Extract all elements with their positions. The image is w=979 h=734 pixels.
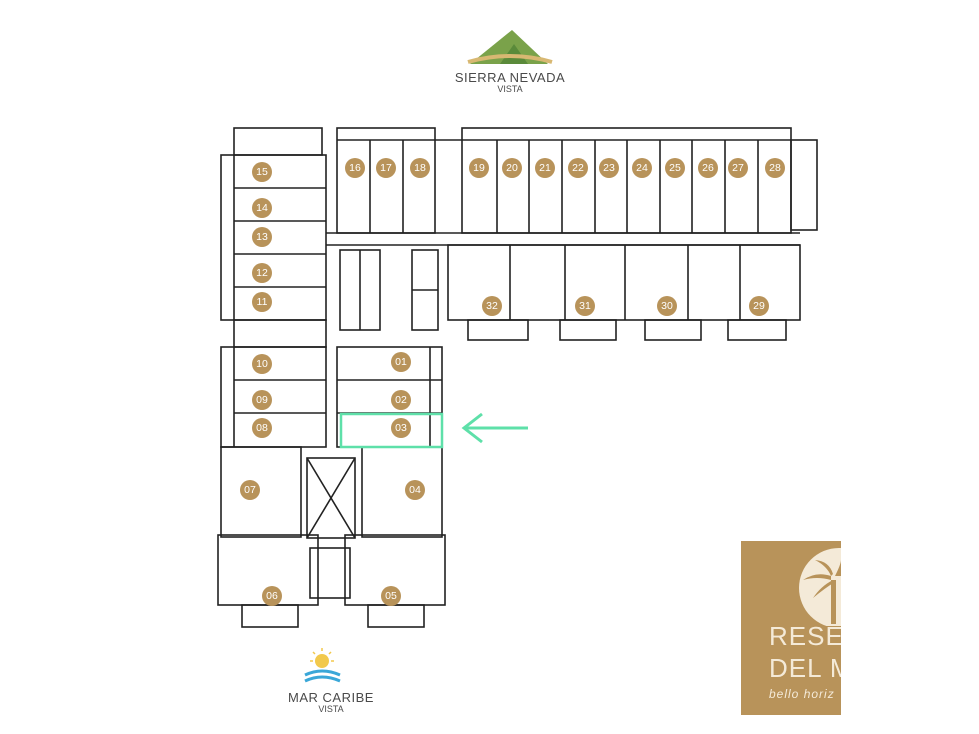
unit-32[interactable]: 32: [482, 296, 502, 316]
unit-14[interactable]: 14: [252, 198, 272, 218]
bottom-view-label: MAR CARIBE VISTA: [276, 690, 386, 714]
unit-10[interactable]: 10: [252, 354, 272, 374]
unit-11[interactable]: 11: [252, 292, 272, 312]
bottom-view-title: MAR CARIBE: [288, 690, 374, 705]
unit-07[interactable]: 07: [240, 480, 260, 500]
palm-tree-icon: [799, 548, 841, 626]
unit-09[interactable]: 09: [252, 390, 272, 410]
unit-28[interactable]: 28: [765, 158, 785, 178]
brand-line-2: DEL M: [769, 653, 841, 683]
unit-22[interactable]: 22: [568, 158, 588, 178]
unit-08[interactable]: 08: [252, 418, 272, 438]
unit-27[interactable]: 27: [728, 158, 748, 178]
unit-13[interactable]: 13: [252, 227, 272, 247]
brand-line-3: bello horiz: [769, 687, 835, 701]
unit-03[interactable]: 03: [391, 418, 411, 438]
unit-02[interactable]: 02: [391, 390, 411, 410]
unit-15[interactable]: 15: [252, 162, 272, 182]
walls: [217, 127, 818, 628]
highlight-box: [339, 412, 444, 449]
top-view-subtitle: VISTA: [497, 84, 523, 94]
unit-31[interactable]: 31: [575, 296, 595, 316]
unit-23[interactable]: 23: [599, 158, 619, 178]
unit-06[interactable]: 06: [262, 586, 282, 606]
unit-24[interactable]: 24: [632, 158, 652, 178]
unit-12[interactable]: 12: [252, 263, 272, 283]
unit-19[interactable]: 19: [469, 158, 489, 178]
bottom-view-subtitle: VISTA: [318, 704, 344, 714]
unit-18[interactable]: 18: [410, 158, 430, 178]
unit-25[interactable]: 25: [665, 158, 685, 178]
unit-04[interactable]: 04: [405, 480, 425, 500]
arrow-left-icon: [461, 412, 528, 444]
top-view-label: SIERRA NEVADA VISTA: [445, 70, 575, 94]
unit-21[interactable]: 21: [535, 158, 555, 178]
brand-card: RESER DEL M bello horiz: [741, 541, 841, 715]
unit-16[interactable]: 16: [345, 158, 365, 178]
brand-line-1: RESER: [769, 621, 841, 651]
unit-17[interactable]: 17: [376, 158, 396, 178]
top-view-title: SIERRA NEVADA: [454, 70, 566, 85]
unit-30[interactable]: 30: [657, 296, 677, 316]
unit-29[interactable]: 29: [749, 296, 769, 316]
unit-26[interactable]: 26: [698, 158, 718, 178]
sun-wave-icon: [304, 648, 341, 683]
mountain-icon: [467, 30, 553, 64]
unit-20[interactable]: 20: [502, 158, 522, 178]
unit-01[interactable]: 01: [391, 352, 411, 372]
unit-05[interactable]: 05: [381, 586, 401, 606]
